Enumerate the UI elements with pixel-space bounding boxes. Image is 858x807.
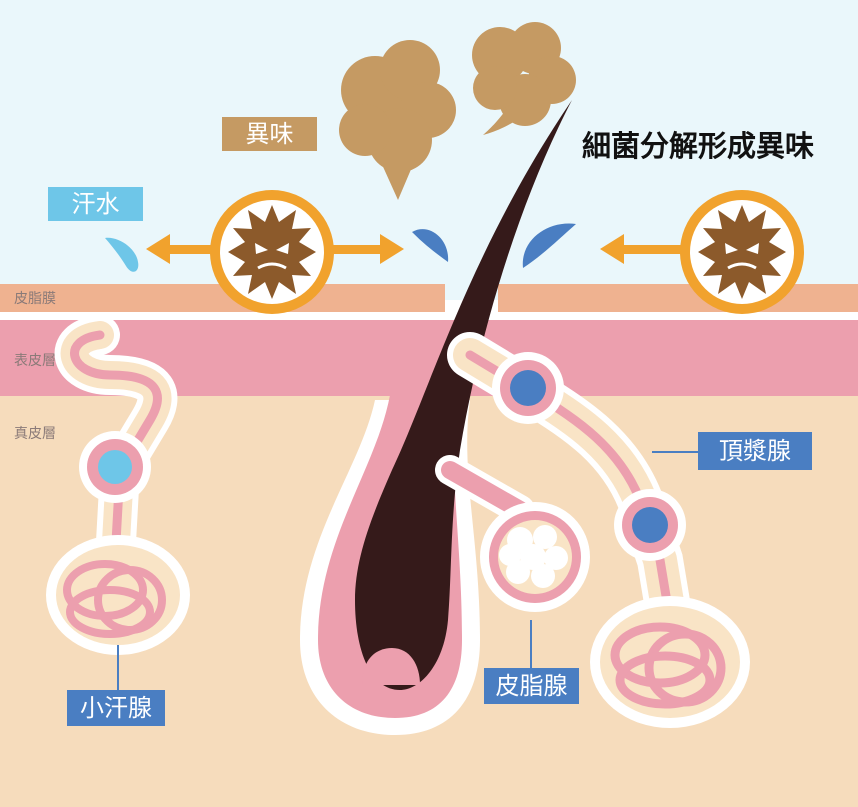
odor-cloud-right	[472, 22, 576, 135]
hair-shaft	[355, 100, 572, 690]
eccrine-gland	[46, 315, 190, 655]
odor-cloud-left	[339, 40, 456, 200]
sebum-film-right	[498, 284, 858, 312]
bacteria-icon	[680, 190, 804, 314]
epidermis-label: 表皮層	[14, 353, 56, 369]
dermis-label: 真皮層	[14, 426, 56, 442]
arrow-right-icon	[380, 234, 404, 264]
sebaceous-gland-label: 皮脂腺	[484, 668, 579, 704]
arrow-left-shaft	[165, 245, 215, 254]
bacteria-icon	[210, 190, 334, 314]
sweat-label: 汗水	[48, 187, 143, 221]
apocrine-gland-label: 頂漿腺	[698, 432, 812, 470]
eccrine-gland-label: 小汗腺	[67, 690, 165, 726]
sweat-drop-icon	[522, 223, 576, 268]
arrow-right-shaft	[330, 245, 385, 254]
arrow-left-icon	[146, 234, 170, 264]
sebum-film-label: 皮脂膜	[14, 291, 56, 307]
arrow-left-shaft	[622, 245, 684, 254]
page-title: 細菌分解形成異味	[582, 129, 815, 163]
arrow-left-icon	[600, 234, 624, 264]
apocrine-gland	[447, 332, 750, 728]
hair-follicle	[300, 100, 572, 735]
sebaceous-gland	[435, 455, 590, 612]
odor-label: 異味	[222, 117, 317, 151]
sweat-drop-icon	[412, 229, 449, 262]
sweat-drop-icon	[105, 237, 139, 272]
